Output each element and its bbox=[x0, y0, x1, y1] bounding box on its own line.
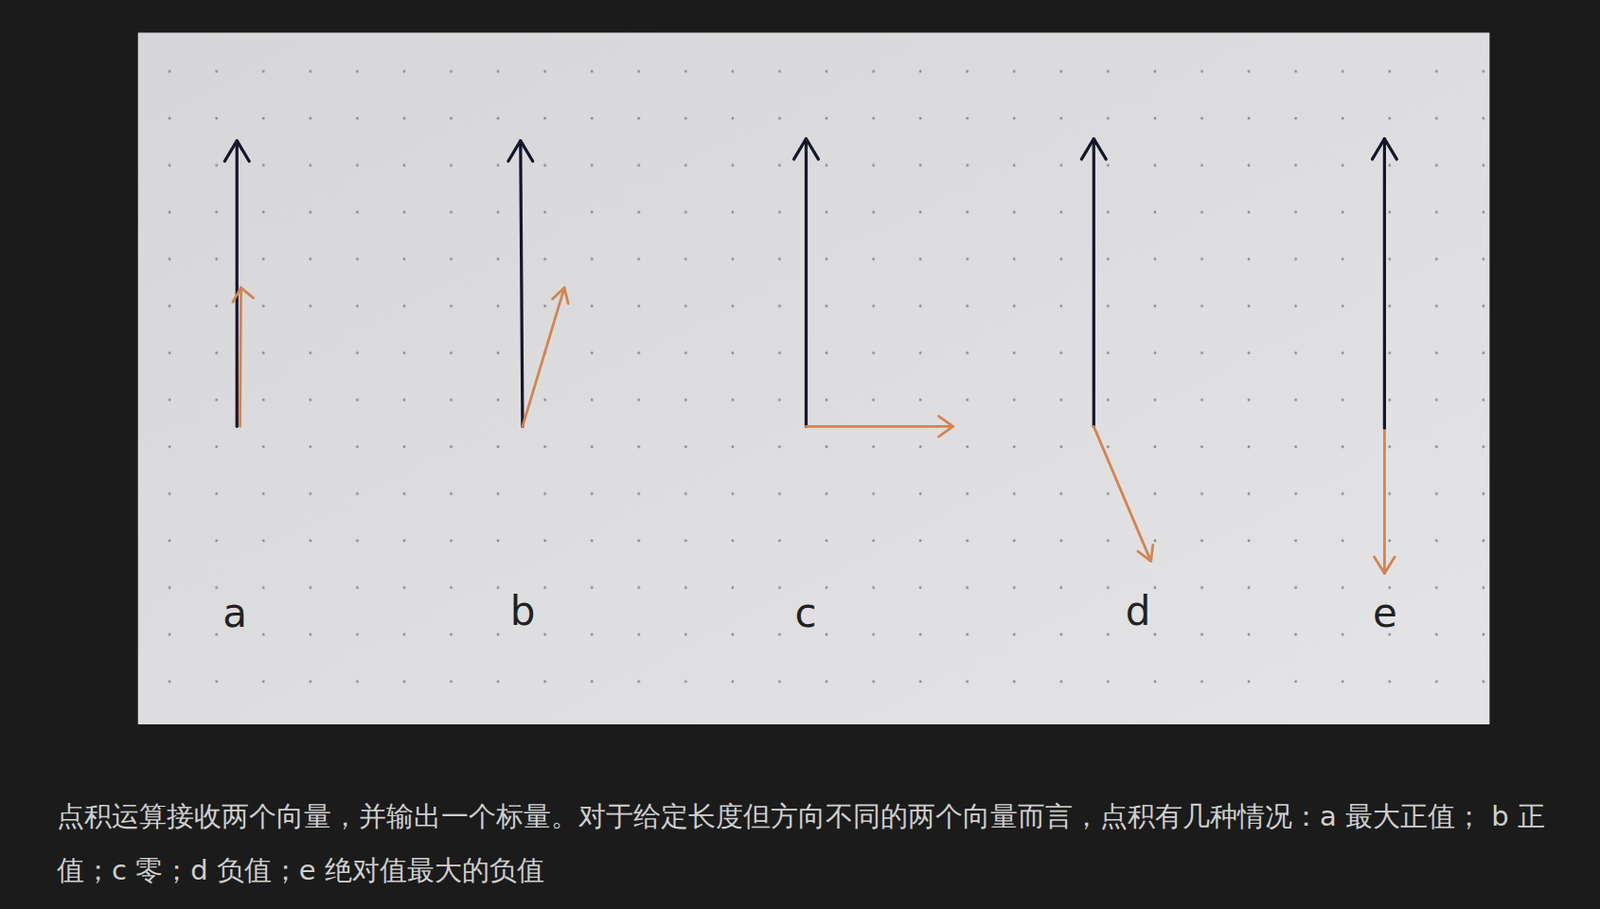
caption: 点积运算接收两个向量，并输出一个标量。对于给定长度但方向不同的两个向量而言，点积… bbox=[56, 789, 1572, 898]
dot-grid bbox=[138, 32, 1491, 725]
vector-letter: e bbox=[1372, 593, 1398, 634]
black-vectors bbox=[224, 139, 1397, 429]
paper bbox=[138, 32, 1491, 725]
vector-letter: c bbox=[794, 593, 817, 634]
vector-letter: d bbox=[1125, 591, 1152, 632]
vector-letter: b bbox=[510, 591, 536, 632]
orange-vectors bbox=[232, 287, 1395, 574]
vector-letter: a bbox=[222, 593, 248, 634]
